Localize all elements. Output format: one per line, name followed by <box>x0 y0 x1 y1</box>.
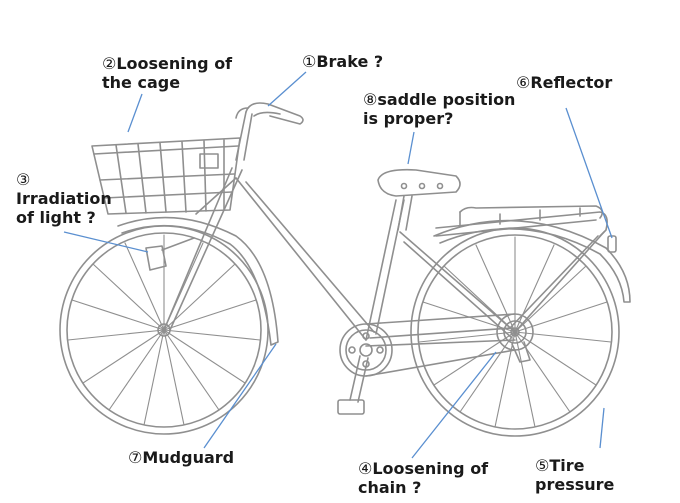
label-chain-text-1: Loosening of <box>372 459 489 478</box>
leader-tire <box>599 407 605 449</box>
label-tire-text-2: pressure <box>535 475 615 494</box>
rear-rack <box>435 205 608 333</box>
label-chain: ④Loosening of chain ? <box>358 459 488 497</box>
label-cage-text-1: Loosening of <box>116 54 233 73</box>
chain <box>365 313 516 377</box>
label-light-text-2: of light ? <box>16 208 96 227</box>
kickstand <box>511 341 531 363</box>
front-mudguard <box>117 216 279 346</box>
label-cage: ②Loosening of the cage <box>102 54 232 92</box>
leader-lines <box>63 71 613 459</box>
label-saddle-text-1: saddle position <box>377 90 516 109</box>
label-saddle-text-2: is proper? <box>363 109 454 128</box>
rear-mudguard <box>433 219 631 303</box>
saddle <box>377 168 461 231</box>
label-mudguard-number: ⑦ <box>128 448 143 467</box>
label-brake: ①Brake ? <box>302 52 383 71</box>
label-light-number: ③ <box>16 170 31 189</box>
label-mudguard-text: Mudguard <box>142 448 235 467</box>
label-tire: ⑤Tire pressure <box>535 456 614 494</box>
label-light-text-1: Irradiation <box>16 189 112 208</box>
rear-reflector <box>607 235 617 253</box>
label-chain-number: ④ <box>358 459 373 478</box>
label-brake-text: Brake ? <box>316 52 384 71</box>
front-basket <box>91 137 241 215</box>
label-saddle-number: ⑧ <box>363 90 378 109</box>
leader-cage <box>127 93 143 133</box>
label-chain-text-2: chain ? <box>358 478 422 497</box>
headlight <box>145 237 195 271</box>
label-mudguard: ⑦Mudguard <box>128 448 234 467</box>
label-saddle: ⑧saddle position is proper? <box>363 90 515 128</box>
leader-mudguard <box>203 343 277 449</box>
leader-light <box>63 231 149 253</box>
label-tire-text-1: Tire <box>549 456 585 475</box>
label-reflector-text: Reflector <box>530 73 613 92</box>
label-brake-number: ① <box>302 52 317 71</box>
label-light: ③ Irradiation of light ? <box>16 170 112 227</box>
label-reflector: ⑥Reflector <box>516 73 612 92</box>
leader-reflector <box>565 107 613 239</box>
leader-brake <box>267 71 307 107</box>
rear-wheel-spokes <box>418 236 612 428</box>
leader-chain <box>411 351 497 459</box>
label-tire-number: ⑤ <box>535 456 550 475</box>
handlebar <box>235 102 304 125</box>
label-cage-text-2: the cage <box>102 73 181 92</box>
label-cage-number: ② <box>102 54 117 73</box>
label-reflector-number: ⑥ <box>516 73 531 92</box>
leader-saddle <box>407 131 415 165</box>
